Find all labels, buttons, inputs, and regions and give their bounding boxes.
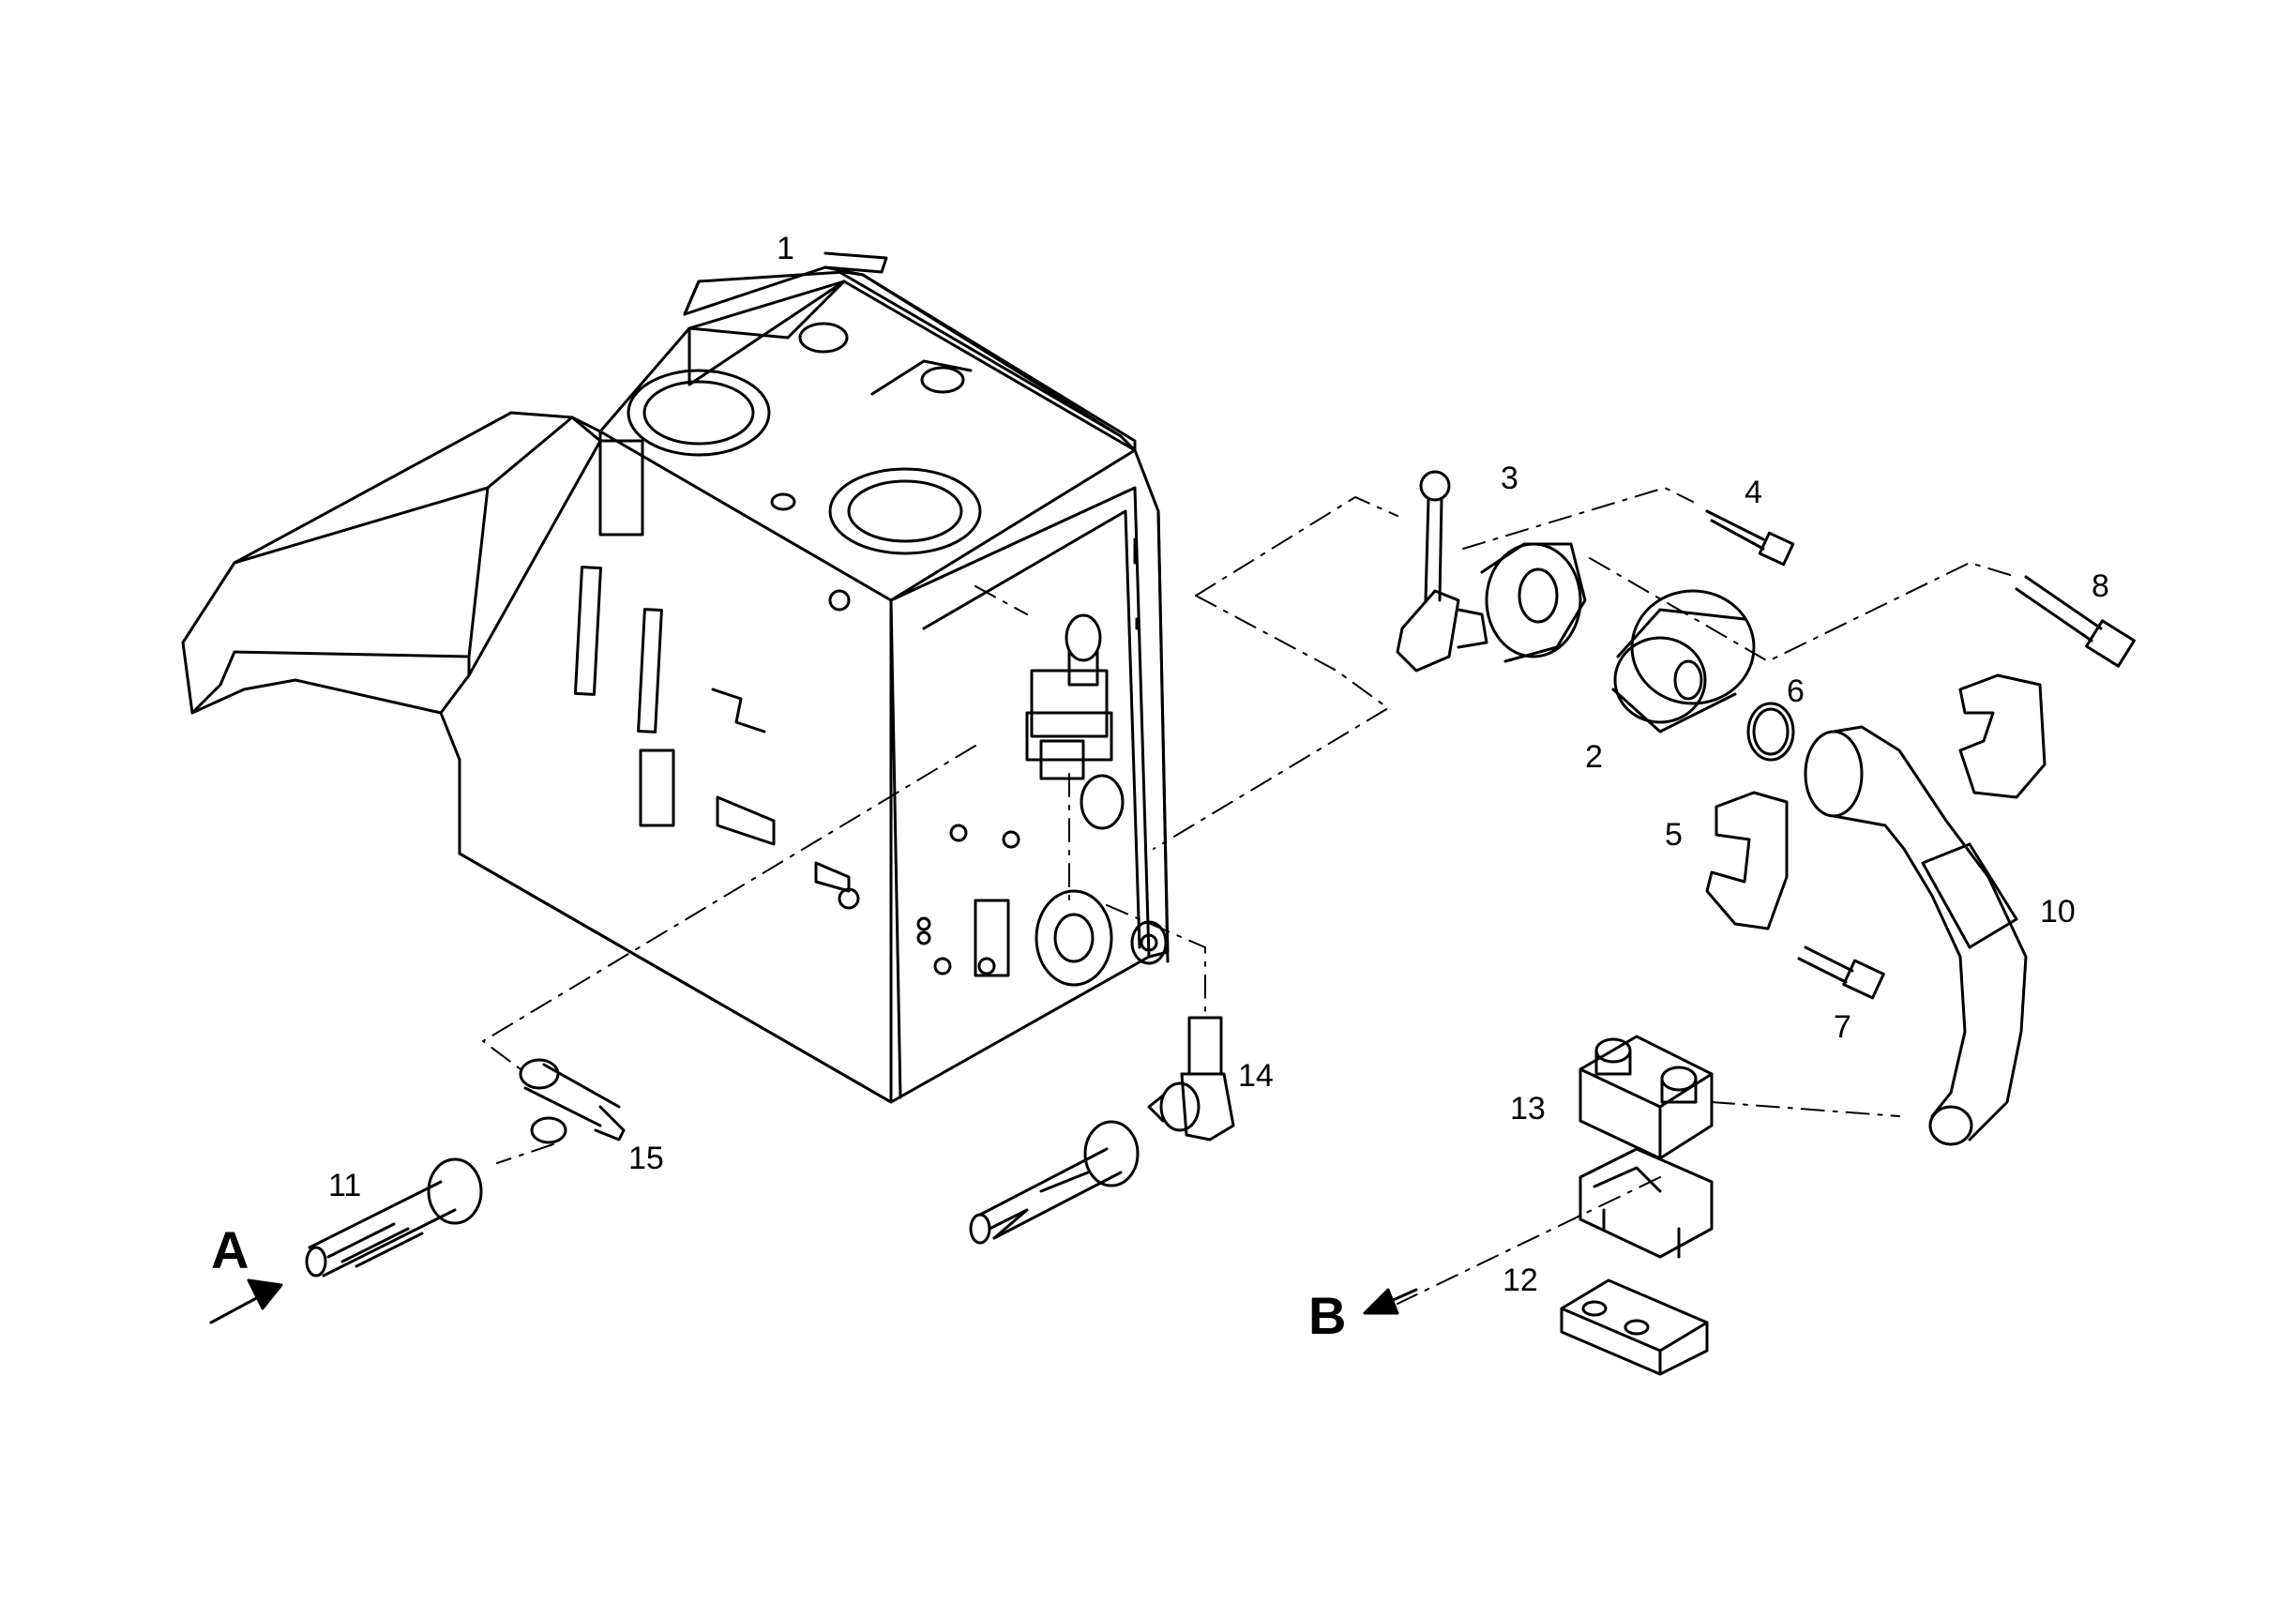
part-14-elbow-fitting <box>971 1018 1233 1243</box>
callout-15: 15 <box>628 1141 664 1176</box>
view-arrow-a <box>211 1280 281 1323</box>
part-11-hose <box>307 1159 481 1276</box>
view-arrow-b <box>1365 1290 1416 1313</box>
part-10-elbow-hose <box>1805 727 2026 1144</box>
callout-10: 10 <box>2040 894 2076 930</box>
callout-8: 8 <box>2092 568 2109 604</box>
callout-6: 6 <box>1787 673 1805 709</box>
part-5-split-flange <box>1707 675 2045 929</box>
frame-body <box>183 253 1168 1102</box>
view-label-a: A <box>211 1220 249 1279</box>
callout-12: 12 <box>1503 1263 1538 1298</box>
part-6-o-ring <box>1748 703 1793 760</box>
callout-1: 1 <box>777 231 794 266</box>
callout-2: 2 <box>1585 739 1603 775</box>
part-15-tee-fitting <box>521 1060 624 1142</box>
part-12-plate <box>1562 1280 1707 1374</box>
callout-3: 3 <box>1501 461 1518 496</box>
part-2-flange <box>1613 591 1754 732</box>
part-13-clamp <box>1580 1036 1712 1257</box>
part-4-bolt <box>1707 511 1793 565</box>
callout-7: 7 <box>1834 1009 1851 1045</box>
assembly-leader-lines <box>483 488 2017 1304</box>
part-8-bolt <box>2017 577 2134 666</box>
callout-11: 11 <box>328 1168 362 1203</box>
view-label-b: B <box>1308 1286 1347 1345</box>
part-7-bolt <box>1799 947 1883 998</box>
callout-13: 13 <box>1510 1091 1546 1127</box>
callout-14: 14 <box>1238 1058 1274 1094</box>
part-3-ball-valve <box>1397 472 1585 671</box>
callout-4: 4 <box>1745 475 1762 510</box>
callout-5: 5 <box>1665 817 1683 853</box>
